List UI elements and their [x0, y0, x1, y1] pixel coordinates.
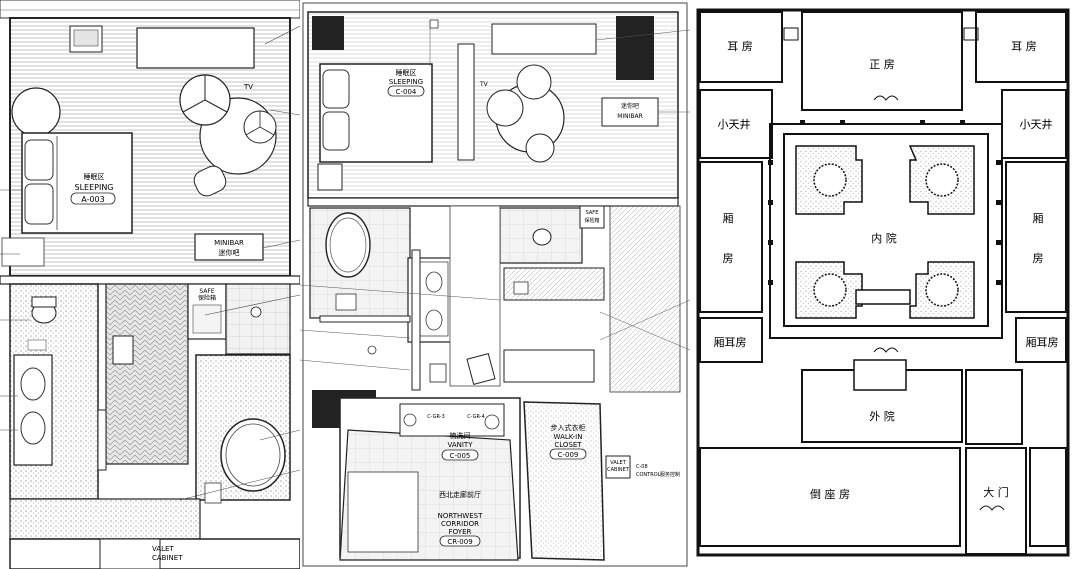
vanity-label-en: VANITY [448, 441, 474, 449]
label-south-room: 倒 座 房 [810, 487, 850, 501]
label-small-court-right: 小天井 [1020, 117, 1053, 131]
minibar-label-en: MINIBAR [214, 239, 244, 247]
label-gate: 大 门 [983, 485, 1009, 499]
corridor-label-en-3: FOYER [449, 528, 472, 536]
label-wing-left-2: 房 [723, 252, 734, 265]
corridor-code: CR-009 [447, 538, 472, 546]
minibar-label-cn-2: 迷你吧 [621, 102, 639, 110]
minibar-label-cn: 迷你吧 [219, 248, 240, 257]
closet-code: C-009 [558, 451, 579, 459]
label-wing-left-1: 厢 [723, 212, 734, 225]
corridor-label-en-2: CORRIDOR [441, 520, 479, 528]
fixture-tag-1: C-GR-3 [427, 414, 445, 420]
label-outer-court: 外 院 [869, 409, 895, 423]
corridor-label-cn: 西北走廊前厅 [439, 490, 481, 499]
sleeping-label-cn: 睡眠区 [84, 173, 105, 181]
fixture-tag-2: C-GR-4 [467, 414, 485, 420]
sleeping-code-2: C-004 [396, 88, 417, 96]
sleeping-label-cn-2: 睡眠区 [396, 69, 417, 77]
valet-label-2: CABINET [152, 554, 183, 562]
floor-plan-left-panel: 睡眠区 SLEEPING A-003 TV MINIBAR 迷你吧 SAFE 保… [0, 0, 300, 569]
closet-label-en-1: WALK-IN [554, 433, 583, 441]
valet-label-2: VALET [610, 460, 626, 466]
tv-label-2: TV [479, 81, 489, 88]
fixture-tag-3: C-08 [636, 464, 648, 470]
label-wing-right-1: 厢 [1033, 212, 1044, 225]
cabinet-label-2: CABINET [607, 467, 630, 473]
valet-label: VALET [152, 545, 174, 553]
control-label: CONTROL [636, 472, 661, 478]
label-inner-court: 内 院 [871, 231, 897, 245]
safe-label-cn: 保险箱 [198, 294, 216, 302]
vanity-label-cn: 梳洗间 [450, 431, 471, 440]
floor-plan-middle-panel: 睡眠区 SLEEPING C-004 TV 迷你吧 MINIBAR SAFE 保… [300, 0, 690, 569]
sleeping-label-en-2: SLEEPING [389, 78, 423, 86]
minibar-label-en-2: MINIBAR [617, 113, 643, 120]
corridor-label-en-1: NORTHWEST [438, 512, 483, 520]
control-label-cn: 服务控制 [660, 471, 680, 478]
label-ear-room-right: 耳 房 [1011, 40, 1037, 53]
label-wing-right-2: 房 [1033, 252, 1044, 265]
label-main-room: 正 房 [869, 58, 895, 71]
safe-label-cn-2: 保险箱 [584, 217, 599, 224]
label-wing-ear-right: 厢耳房 [1026, 336, 1059, 349]
label-ear-room-left: 耳 房 [727, 40, 753, 53]
label-wing-ear-left: 厢耳房 [714, 336, 747, 349]
closet-label-cn: 步入式衣柜 [551, 423, 586, 432]
courtyard-plan-drawing: 耳 房 耳 房 正 房 小天井 小天井 厢 房 厢 房 内 院 厢耳房 厢耳房 … [690, 0, 1080, 569]
courtyard-plan-panel: 耳 房 耳 房 正 房 小天井 小天井 厢 房 厢 房 内 院 厢耳房 厢耳房 … [690, 0, 1080, 569]
sleeping-label-en: SLEEPING [74, 183, 113, 192]
tv-label: TV [243, 83, 253, 91]
label-small-court-left: 小天井 [718, 117, 751, 131]
safe-label-en-2: SAFE [586, 210, 599, 216]
closet-label-en-2: CLOSET [554, 441, 582, 449]
floor-plan-left-drawing: 睡眠区 SLEEPING A-003 TV MINIBAR 迷你吧 SAFE 保… [0, 0, 300, 569]
safe-label-en: SAFE [199, 288, 214, 295]
floor-plan-middle-drawing: 睡眠区 SLEEPING C-004 TV 迷你吧 MINIBAR SAFE 保… [300, 2, 690, 567]
sleeping-code: A-003 [81, 195, 104, 204]
vanity-code: C-005 [450, 452, 471, 460]
